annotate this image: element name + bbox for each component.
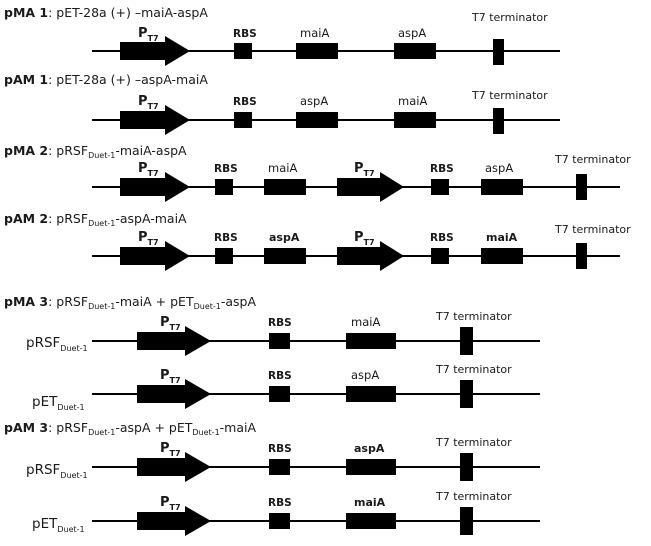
construct-pma3-row1-gene-label: maiA: [351, 315, 380, 329]
construct-pma3-row1-terminator: [460, 327, 473, 355]
construct-pma2-rbs1: [215, 179, 233, 195]
construct-pma3-row2-promoter-label: PT7: [160, 368, 181, 385]
construct-pma3: pMA 3: pRSFDuet-1-maiA + pETDuet-1-aspA …: [4, 294, 540, 412]
construct-pma3-row1-terminator-label: T7 terminator: [435, 310, 512, 323]
construct-pma3-row1-promoter-label: PT7: [160, 315, 181, 332]
construct-pma3-row2-rbs-label: RBS: [268, 370, 292, 382]
construct-pam3-row2-rbs-label: RBS: [268, 497, 292, 509]
construct-pam3-title: pAM 3: pRSFDuet-1-aspA + pETDuet-1-maiA: [4, 420, 256, 437]
construct-pma1: pMA 1: pET-28a (+) –maiA-aspA PT7 RBS ma…: [4, 5, 560, 66]
construct-pma3-row1-rbs-label: RBS: [268, 317, 292, 329]
construct-pam3-row1-plasmid-label: pRSFDuet-1: [26, 462, 88, 480]
construct-pam1-gene1-label: aspA: [300, 94, 328, 108]
construct-pam2-rbs2: [431, 248, 449, 264]
construct-pma1-gene1-label: maiA: [300, 26, 329, 40]
construct-pam1-rbs-label: RBS: [233, 96, 257, 108]
construct-pam1-promoter-label: PT7: [138, 94, 159, 111]
construct-pam2-rbs2-label: RBS: [430, 232, 454, 244]
construct-pma1-terminator-label: T7 terminator: [471, 11, 548, 24]
construct-pam1-terminator: [493, 108, 504, 134]
construct-pam2-terminator-label: T7 terminator: [554, 223, 631, 236]
construct-pma2-rbs1-label: RBS: [214, 163, 238, 175]
construct-pma1-rbs: [234, 43, 252, 59]
construct-pma2-rbs2: [431, 179, 449, 195]
construct-pam3-row1-rbs: [269, 459, 290, 475]
construct-pam2-rbs1: [215, 248, 233, 264]
construct-pam2-terminator: [576, 243, 587, 269]
construct-pma1-rbs-label: RBS: [233, 28, 257, 40]
construct-pma2-terminator-label: T7 terminator: [554, 153, 631, 166]
construct-pam1: pAM 1: pET-28a (+) –aspA-maiA PT7 RBS as…: [4, 72, 560, 135]
construct-pma3-row2-terminator-label: T7 terminator: [435, 363, 512, 376]
construct-pam3-row2-terminator: [460, 507, 473, 535]
construct-pam1-title: pAM 1: pET-28a (+) –aspA-maiA: [4, 72, 208, 87]
construct-pam3-row2-gene: [346, 513, 396, 529]
construct-pam3-row2-terminator-label: T7 terminator: [435, 490, 512, 503]
construct-pam3: pAM 3: pRSFDuet-1-aspA + pETDuet-1-maiA …: [4, 420, 540, 536]
construct-pam2-title: pAM 2: pRSFDuet-1-aspA-maiA: [4, 211, 187, 228]
construct-pma1-gene2: [394, 43, 436, 59]
construct-pma2-promoter2-label: PT7: [354, 161, 375, 178]
construct-pam1-rbs: [234, 112, 252, 128]
construct-pma1-terminator: [493, 39, 504, 65]
construct-pam2-promoter2-label: PT7: [354, 230, 375, 247]
construct-pam1-gene2-label: maiA: [398, 94, 427, 108]
construct-pma2-terminator: [576, 174, 587, 200]
construct-pam3-row1-gene-label: aspA: [354, 442, 385, 455]
construct-pam3-row2-gene-label: maiA: [354, 496, 386, 509]
construct-pam2: pAM 2: pRSFDuet-1-aspA-maiA PT7 RBS aspA…: [4, 211, 631, 271]
construct-pam3-row2-plasmid-label: pETDuet-1: [32, 516, 85, 534]
construct-pma2-gene2-label: aspA: [485, 161, 513, 175]
construct-pma3-row2-gene-label: aspA: [351, 368, 379, 382]
construct-pma2-promoter1-label: PT7: [138, 161, 159, 178]
construct-pam1-gene1: [296, 112, 338, 128]
construct-pma2-gene1: [264, 179, 306, 195]
construct-pam3-row2-promoter-label: PT7: [160, 495, 181, 512]
construct-pam1-gene2: [394, 112, 436, 128]
construct-pam3-row1-terminator: [460, 453, 473, 481]
construct-pam2-rbs1-label: RBS: [214, 232, 238, 244]
construct-pma3-row2-plasmid-label: pETDuet-1: [32, 394, 85, 412]
construct-pma1-title: pMA 1: pET-28a (+) –maiA-aspA: [4, 5, 208, 20]
construct-pma3-row2-rbs: [269, 386, 290, 402]
construct-pam2-gene2-label: maiA: [486, 231, 518, 244]
construct-pma2-rbs2-label: RBS: [430, 163, 454, 175]
construct-pma2: pMA 2: pRSFDuet-1-maiA-aspA PT7 RBS maiA…: [4, 143, 631, 202]
construct-pma3-row1-plasmid-label: pRSFDuet-1: [26, 335, 88, 353]
construct-pma1-promoter-label: PT7: [138, 26, 159, 43]
construct-pam3-row2-rbs: [269, 513, 290, 529]
construct-pma1-gene1: [296, 43, 338, 59]
construct-pma3-row1-gene: [346, 333, 396, 349]
construct-pma1-gene2-label: aspA: [398, 26, 426, 40]
construct-pma2-gene1-label: maiA: [268, 161, 297, 175]
construct-pma3-row2-terminator: [460, 380, 473, 408]
construct-pma2-gene2: [481, 179, 523, 195]
construct-pam3-row1-rbs-label: RBS: [268, 443, 292, 455]
construct-pam3-row1-terminator-label: T7 terminator: [435, 436, 512, 449]
construct-pam1-terminator-label: T7 terminator: [471, 89, 548, 102]
construct-pam2-gene1: [264, 248, 306, 264]
construct-pam2-gene1-label: aspA: [269, 231, 300, 244]
construct-pma3-title: pMA 3: pRSFDuet-1-maiA + pETDuet-1-aspA: [4, 294, 256, 311]
construct-pma2-title: pMA 2: pRSFDuet-1-maiA-aspA: [4, 143, 187, 160]
construct-pam2-gene2: [481, 248, 523, 264]
construct-pam3-row1-gene: [346, 459, 396, 475]
construct-pma3-row2-gene: [346, 386, 396, 402]
construct-pam2-promoter1-label: PT7: [138, 230, 159, 247]
construct-pam3-row1-promoter-label: PT7: [160, 441, 181, 458]
construct-pma3-row1-rbs: [269, 333, 290, 349]
